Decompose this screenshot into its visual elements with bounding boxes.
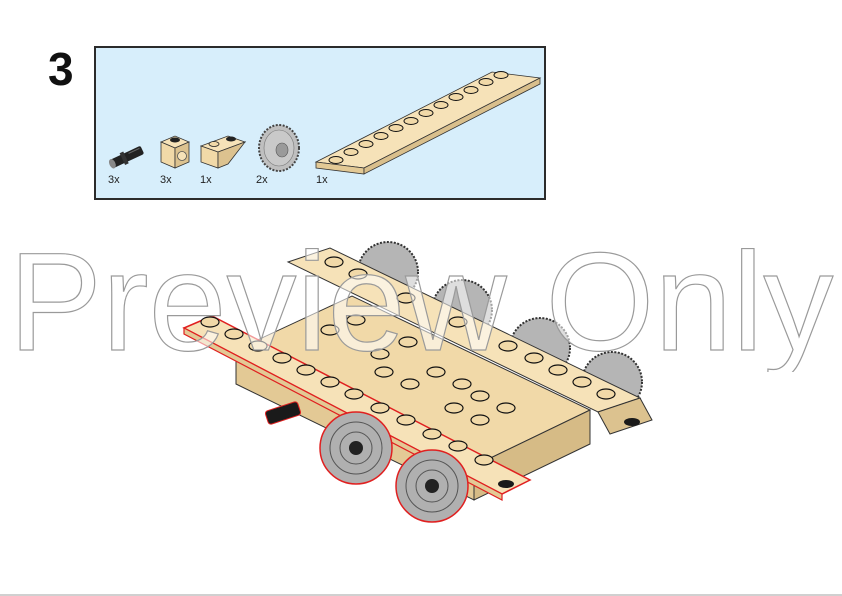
side-pin-icon [264,401,302,425]
bottom-divider [0,594,842,596]
part-quantity: 3x [108,174,120,186]
inverted-slope-icon [199,135,247,169]
part-quantity: 1x [200,174,212,186]
part-quantity: 3x [160,174,172,186]
step-number: 3 [48,43,74,95]
gear-icon [258,124,300,172]
part-quantity: 1x [316,174,328,186]
plate-1x12-icon [314,71,542,175]
part-quantity: 2x [256,174,268,186]
front-wheel-icon [319,411,469,523]
technic-brick-icon [159,135,191,169]
parts-list-panel: 3x 3x 1x 2x 1x [94,46,546,200]
technic-pin-icon [108,146,144,169]
